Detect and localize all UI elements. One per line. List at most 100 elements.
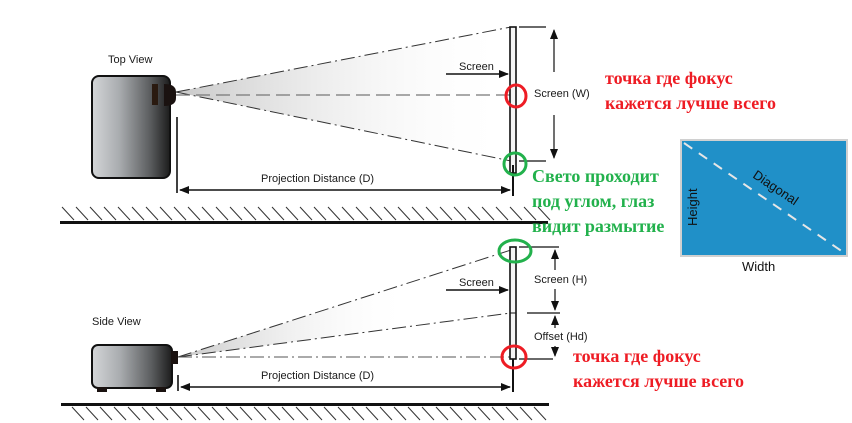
floor-hatch-mark <box>509 206 523 221</box>
floor-hatch-mark <box>421 406 435 421</box>
floor-hatch-mark <box>299 206 313 221</box>
floor-hatch-mark <box>463 406 477 421</box>
top-screen-label: Screen <box>459 61 494 73</box>
side-offset-label: Offset (Hd) <box>534 331 588 343</box>
annotation-green: Свето проходит под углом, глаз видит раз… <box>532 166 664 236</box>
floor-hatch-mark <box>467 206 481 221</box>
floor-hatch-mark <box>411 206 425 221</box>
top-view-title: Top View <box>108 54 152 66</box>
side-view: Side View Screen Screen (H) Offset (Hd) … <box>61 238 588 421</box>
floor-hatch-mark <box>155 406 169 421</box>
top-floor <box>61 206 551 221</box>
side-beam-middle-edge <box>177 312 512 358</box>
side-floor-line <box>61 403 549 406</box>
floor-hatch-mark <box>211 406 225 421</box>
floor-hatch-mark <box>201 206 215 221</box>
floor-hatch-mark <box>183 406 197 421</box>
floor-hatch-mark <box>505 406 519 421</box>
side-beam-upper-edge <box>177 249 512 358</box>
floor-hatch-mark <box>397 206 411 221</box>
floor-hatch-mark <box>71 406 85 421</box>
floor-hatch-mark <box>113 406 127 421</box>
top-dim-label: Screen (W) <box>534 88 590 100</box>
annotation-green-line-3: видит размытие <box>532 216 664 236</box>
floor-hatch-mark <box>239 406 253 421</box>
floor-hatch-mark <box>145 206 159 221</box>
annotation-top-red-line-1: точка где фокус <box>605 68 733 88</box>
floor-hatch-mark <box>285 206 299 221</box>
floor-hatch-mark <box>117 206 131 221</box>
floor-hatch-mark <box>439 206 453 221</box>
projector-foot-right <box>156 387 166 392</box>
projector-foot-left <box>97 387 107 392</box>
floor-hatch-mark <box>341 206 355 221</box>
annotation-bottom-red-line-1: точка где фокус <box>573 346 701 366</box>
floor-hatch-mark <box>435 406 449 421</box>
floor-hatch-mark <box>197 406 211 421</box>
floor-hatch-mark <box>365 406 379 421</box>
side-screen <box>509 246 517 360</box>
floor-hatch-mark <box>267 406 281 421</box>
projector-lens <box>164 84 176 106</box>
side-floor <box>71 406 547 421</box>
floor-hatch-mark <box>533 406 547 421</box>
floor-hatch-mark <box>215 206 229 221</box>
top-beam-lower-edge <box>175 91 512 162</box>
floor-hatch-mark <box>453 206 467 221</box>
annotation-bottom-red: точка где фокус кажется лучше всего <box>573 346 744 391</box>
side-screen-label: Screen <box>459 277 494 289</box>
annotation-top-red: точка где фокус кажется лучше всего <box>605 68 776 113</box>
floor-hatch-mark <box>491 406 505 421</box>
top-floor-line <box>60 221 548 224</box>
floor-hatch-mark <box>127 406 141 421</box>
floor-hatch-mark <box>253 406 267 421</box>
floor-hatch-mark <box>281 406 295 421</box>
floor-hatch-mark <box>337 406 351 421</box>
floor-hatch-mark <box>383 206 397 221</box>
floor-hatch-mark <box>449 406 463 421</box>
floor-hatch-mark <box>169 406 183 421</box>
annotation-bottom-red-line-2: кажется лучше всего <box>573 371 744 391</box>
floor-hatch-mark <box>159 206 173 221</box>
floor-hatch-mark <box>425 206 439 221</box>
inset-width-label: Width <box>742 259 775 274</box>
floor-hatch-mark <box>523 206 537 221</box>
annotation-top-red-line-2: кажется лучше всего <box>605 93 776 113</box>
floor-hatch-mark <box>393 406 407 421</box>
projector-body <box>91 344 173 389</box>
floor-hatch-mark <box>103 206 117 221</box>
floor-hatch-mark <box>355 206 369 221</box>
floor-hatch-mark <box>61 206 75 221</box>
top-green-blur-marker <box>502 151 528 177</box>
floor-hatch-mark <box>379 406 393 421</box>
top-distance-label: Projection Distance (D) <box>261 173 374 185</box>
screen-inset: Diagonal Height Width <box>680 139 848 274</box>
projector-lens <box>171 351 178 364</box>
inset-height-label: Height <box>685 188 700 226</box>
floor-hatch-mark <box>225 406 239 421</box>
floor-hatch-mark <box>519 406 533 421</box>
top-projector <box>91 75 176 179</box>
floor-hatch-mark <box>351 406 365 421</box>
projector-body <box>91 75 171 179</box>
side-distance-label: Projection Distance (D) <box>261 370 374 382</box>
floor-hatch-mark <box>481 206 495 221</box>
inset-diagonal-line <box>683 142 844 253</box>
top-beam-upper-edge <box>175 26 512 93</box>
floor-hatch-mark <box>327 206 341 221</box>
annotation-green-line-1: Свето проходит <box>532 166 659 186</box>
floor-hatch-mark <box>537 206 551 221</box>
floor-hatch-mark <box>89 206 103 221</box>
top-view: Top View Screen Screen (W) Projection Di… <box>60 26 590 224</box>
floor-hatch-mark <box>477 406 491 421</box>
side-view-title: Side View <box>92 316 141 328</box>
floor-hatch-mark <box>85 406 99 421</box>
top-screen <box>509 26 517 174</box>
floor-hatch-mark <box>369 206 383 221</box>
floor-hatch-mark <box>323 406 337 421</box>
floor-hatch-mark <box>141 406 155 421</box>
floor-hatch-mark <box>407 406 421 421</box>
floor-hatch-mark <box>313 206 327 221</box>
